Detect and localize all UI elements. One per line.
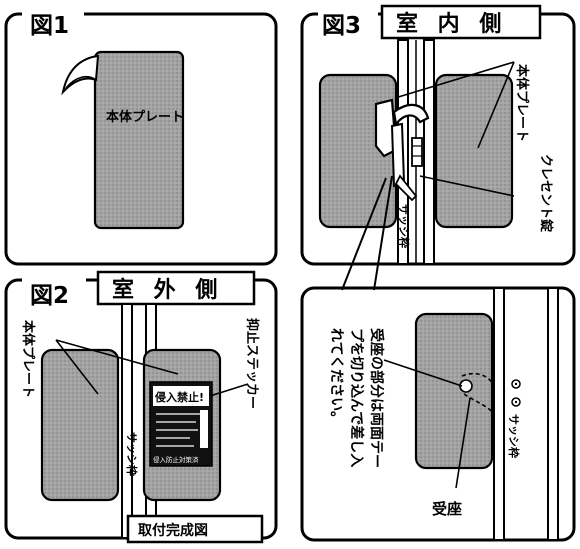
completion-caption: 取付完成図	[138, 522, 208, 539]
panel-2-sash-label: サッシ枠	[125, 432, 139, 476]
sticker-title: 侵入禁止!	[154, 390, 204, 404]
panel-4: 受座の部分は両面テー プを切り込んで差し入 れてください。 サッシ枠 受座	[300, 175, 576, 542]
panel-4-sash-label: サッシ枠	[507, 414, 521, 458]
crescent-lock	[374, 98, 430, 202]
panel-2-title: 図2	[30, 283, 69, 309]
panel-3-title: 図3	[322, 13, 361, 39]
panel-3-sash-label: サッシ枠	[397, 204, 411, 248]
deterrent-sticker: 侵入禁止! 侵入防止対策済	[149, 381, 213, 467]
panel-1-plate-label: 本体プレート	[106, 109, 184, 125]
note-line-2: プを切り込んで差し入	[348, 328, 365, 467]
receiver-seat	[459, 372, 495, 415]
panel-1: 図1 本体プレート	[4, 8, 278, 266]
panel-3-plate-label: 本体プレート	[514, 64, 530, 142]
body-plate-1	[93, 50, 185, 230]
panel-3-side-label: 室 内 側	[396, 11, 507, 37]
body-plate-4	[414, 312, 494, 470]
panel-2-plate-label: 本体プレート	[20, 320, 36, 398]
receiver-label: 受座	[432, 500, 462, 518]
note-line-3: れてください。	[328, 328, 344, 425]
body-plate-2-left	[40, 348, 120, 502]
panel-3: 図3 室 内 側 本体プレート クレセント錠 サッシ枠	[300, 4, 576, 266]
screw-icons	[511, 379, 521, 407]
panel-1-title: 図1	[30, 13, 69, 39]
sticker-footer: 侵入防止対策済	[153, 455, 199, 464]
panel-2-sticker-label: 抑止ステッカー	[244, 318, 260, 409]
panel-3-lock-label: クレセント錠	[538, 154, 554, 233]
note-line-1: 受座の部分は両面テー	[368, 328, 385, 468]
panel-2-side-label: 室 外 側	[112, 277, 223, 303]
panel-2: 図2 室 外 側 侵入禁止! 侵入防止対策済 本体プレート 抑止ステッカー サッ…	[4, 270, 278, 544]
body-plate-3-right	[434, 73, 514, 229]
